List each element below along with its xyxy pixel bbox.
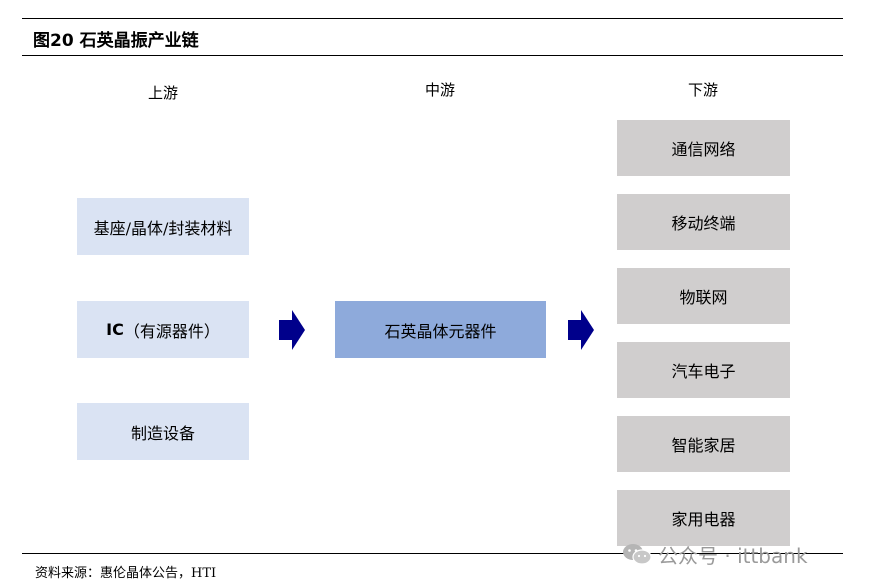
upstream-box-label: 基座/晶体/封装材料 [93, 218, 233, 238]
upstream-header: 上游 [147, 84, 179, 102]
downstream-box-auto: 汽车电子 [617, 342, 790, 398]
upstream-box-ic: IC（有源器件） [77, 301, 249, 358]
arrow-right-icon [279, 310, 305, 350]
downstream-box-iot: 物联网 [617, 268, 790, 324]
watermark-text: 公众号 · ittbank [658, 543, 808, 568]
downstream-box-label: 移动终端 [671, 214, 736, 233]
downstream-box-label: 家用电器 [671, 510, 736, 529]
downstream-box-label: 物联网 [679, 288, 728, 307]
arrow-right-icon [568, 310, 594, 350]
downstream-box-mobile: 移动终端 [617, 194, 790, 250]
upstream-box-label: 制造设备 [130, 423, 195, 443]
upstream-box-materials: 基座/晶体/封装材料 [77, 198, 249, 255]
wechat-icon [623, 544, 652, 565]
midstream-box: 石英晶体元器件 [335, 301, 546, 358]
downstream-box-label: 智能家居 [671, 436, 736, 455]
title-rule [22, 55, 843, 56]
downstream-box-smarthome: 智能家居 [617, 416, 790, 472]
midstream-box-label: 石英晶体元器件 [384, 321, 497, 341]
bottom-rule [22, 553, 843, 554]
downstream-box-telecom: 通信网络 [617, 120, 790, 176]
top-rule [22, 18, 843, 19]
upstream-box-label: IC [106, 320, 124, 339]
downstream-box-label: 通信网络 [671, 140, 736, 159]
downstream-box-label: 汽车电子 [671, 362, 736, 381]
downstream-header: 下游 [687, 81, 719, 99]
midstream-header: 中游 [424, 81, 456, 99]
upstream-box-label-sub: （有源器件） [123, 321, 220, 341]
upstream-box-equipment: 制造设备 [77, 403, 249, 460]
source-note: 资料来源：惠伦晶体公告，HTI [35, 566, 217, 581]
figure-title: 图20 石英晶振产业链 [33, 31, 199, 51]
downstream-box-appliances: 家用电器 [617, 490, 790, 546]
watermark: 公众号 · ittbank [622, 540, 808, 568]
